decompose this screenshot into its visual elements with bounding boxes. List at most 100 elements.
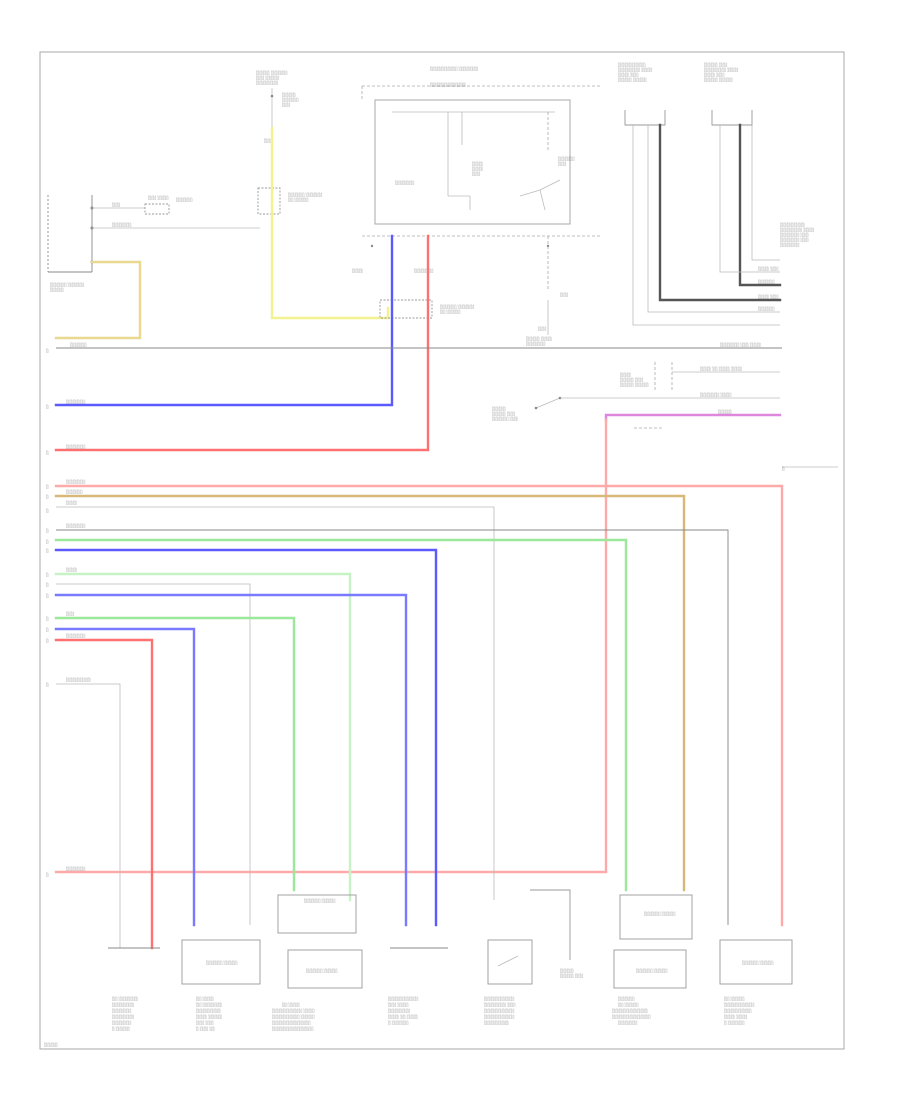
top-right-sensors: ░░░░░░░░░░ ░░░░░░░░ ░░░░ ░░░░ ░░░ ░░░░░ … <box>618 62 815 247</box>
caption-1-line-4: ░░░░░░░░ <box>112 1014 134 1019</box>
footer-code: ░░░░░ <box>44 1042 58 1047</box>
wire-code-top-1: ░░░ <box>112 202 121 207</box>
wire-pink-long <box>54 484 784 927</box>
wire-dark-right-2 <box>738 123 782 287</box>
mid-fuse-label-3: ░░░░░░░ <box>526 341 546 346</box>
wire-code-right-4: ░░░░░░ <box>758 306 775 311</box>
wire-code-pink: ░░░░░░░ <box>66 479 86 484</box>
wire-gray-right-1 <box>632 125 780 326</box>
top-fuse-label-2: ░░░░░░ <box>282 97 299 102</box>
pin-7: ░ <box>46 528 49 533</box>
bottom-comp-5-label-2: ░░░░░ ░░░ <box>560 973 583 978</box>
caption-4-line-2: ░░░ ░░░░ <box>388 1002 409 1007</box>
left-pin-labels: ░ ░ ░ ░ ░ ░ ░ ░ ░ ░ ░ ░ ░ ░ ░ ░ ░ ░ <box>46 348 785 877</box>
mid-fuse-label-1: ░░░ <box>538 326 547 331</box>
top-joint-label-3: ░░░░░░░░ <box>256 80 278 85</box>
caption-1-line-3: ░░░░░░░ <box>112 1008 132 1013</box>
bottom-comp-6a-box <box>619 894 693 940</box>
caption-5-line-1: ░░░░░░░░░░░ <box>484 996 515 1001</box>
caption-6-line-1: ░░░░░░ <box>618 996 635 1001</box>
right-module-label-4: ░░░░░░░ ░░░ <box>780 237 809 242</box>
wire-code-orange: ░░░░░░ <box>66 489 83 494</box>
wire-red-2 <box>54 638 154 950</box>
wire-code-right-8: ░░░░░ <box>718 409 732 414</box>
seat-switch-label-2: ░░░░░ ░░░ <box>492 411 515 416</box>
mid-fuse-label-2: ░░░░░ ░░░░ <box>526 336 552 341</box>
pin-6: ░ <box>46 508 49 513</box>
bottom-comp-5-box <box>487 939 533 985</box>
right-sensor-1-label-1: ░░░░░░░░░░ <box>618 62 646 67</box>
small-fuse-label-3: ░░░░░ ░░░░░ <box>620 382 649 387</box>
wire-tan-left <box>54 260 142 340</box>
bottom-comp-7-box <box>719 939 793 985</box>
wire-code-pink-2: ░░░░░░░░░ <box>66 677 91 682</box>
top-fuse-label-1: ░░░░░ <box>282 92 296 97</box>
wire-tan-long <box>54 494 686 892</box>
bottom-comp-2-box <box>181 939 261 985</box>
wire-code-cluster-1: ░░░ <box>560 292 569 297</box>
wire-code-lgreen: ░░░░ <box>66 567 77 572</box>
diagram-frame <box>39 51 845 1050</box>
caption-1-line-2: ░░░░░░░░ <box>112 1002 134 1007</box>
wire-code-right-6: ░░░░ ░░ ░░░░ ░░░░ <box>700 366 742 371</box>
pin-12: ░ <box>46 593 49 598</box>
cluster-bulb-label-1: ░░░░ <box>472 161 483 166</box>
cluster-inner-label: ░░░░░░░ <box>395 180 415 185</box>
pin-1: ░ <box>46 348 49 353</box>
wire-code-right-1: ░░░░ ░░░ <box>758 266 779 271</box>
caption-6-line-3: ░░░░░░░░░░░░░ <box>612 1008 648 1013</box>
cluster-switch-label-1: ░░░░░░ <box>558 156 575 161</box>
pin-10: ░ <box>46 572 49 577</box>
wire-code-blue: ░░░░░░░ <box>66 399 86 404</box>
caption-4-line-5: ░ ░░░░░░ <box>388 1020 409 1025</box>
caption-5-line-3: ░░░░░░░░░░░ <box>484 1008 515 1013</box>
wire-code-red-2: ░░░░░░░ <box>66 633 86 638</box>
top-joint-label-2: ░░░ ░░░░░ <box>256 75 279 80</box>
caption-6-line-5: ░░░░░░░ <box>618 1020 638 1025</box>
small-fuse-label-1: ░░░░ <box>620 372 631 377</box>
caption-4-line-4: ░░░░ ░░ ░░░░ <box>388 1014 418 1019</box>
wire-code-gray-long: ░░░░░░░ <box>66 523 86 528</box>
wire-blue-2 <box>54 593 408 927</box>
wire-pink-bottom <box>54 418 608 874</box>
pin-14: ░ <box>46 627 49 632</box>
right-sensor-2-label-2: ░░░░░░░░ ░░░░ <box>704 67 739 72</box>
caption-1-line-1: ░░ ░░░░░░░ <box>112 996 138 1001</box>
wire-gray-right-2 <box>647 125 780 313</box>
wire-code-right-7: ░░░░░░░ ░░░░ <box>700 392 732 397</box>
wire-code-cluster-3: ░░░░░░░ <box>414 268 434 273</box>
seat-belt-switch: ░░░░ ░░░░░ ░░░ ░░░░░ ░░░░░ ░░░░ ░░ ░░░░ … <box>492 362 780 429</box>
wire-code-cluster-2: ░░░░ <box>352 268 363 273</box>
caption-2-line-6: ░ ░░░ ░░ <box>196 1026 215 1031</box>
caption-5-line-2: ░░░░░░░░ ░░░ <box>484 1002 516 1007</box>
caption-2-line-2: ░░ ░░░░░░░ <box>196 1002 222 1007</box>
wire-code-top-3: ░░░ <box>264 138 273 143</box>
bottom-comp-3b-box <box>287 949 363 989</box>
cluster-subtitle: ░░░░░░░░░░░░░ <box>430 82 466 87</box>
bottom-captions: ░░ ░░░░░░░ ░░░░░░░░ ░░░░░░░ ░░░░░░░░ ░░░… <box>112 996 755 1031</box>
wire-yellow-top <box>270 126 390 320</box>
pin-4: ░ <box>46 484 49 489</box>
wire-green-long <box>54 538 628 892</box>
wire-blue-long <box>54 548 438 927</box>
pin-15: ░ <box>46 638 49 643</box>
right-module-label-1: ░░░░░░░░░ <box>780 222 805 227</box>
top-left-relay: ░░░░░░ ░░░░░░ ░░░░░ ░░░ ░░░░░░░ ░░░ ░░░░… <box>47 195 260 292</box>
bottom-components: ░░░░░░ ░░░░░ ░░░░░░ ░░░░░ ░░░░░░ ░░░░░ ░… <box>108 889 793 989</box>
top-left-switch-label-2: ░░░░░░ <box>176 197 193 202</box>
caption-2-line-1: ░░ ░░░░ <box>196 996 214 1001</box>
right-sensor-1-label-3: ░░░░ ░░░ <box>618 72 639 77</box>
cluster-switch-label-2: ░░░ <box>558 161 567 166</box>
caption-4-line-3: ░░░░░░░░ <box>388 1008 410 1013</box>
caption-7-line-2: ░░░░░░░░░░░ <box>724 1002 755 1007</box>
wire-gray-thin-1 <box>56 506 495 900</box>
bottom-comp-6b-box <box>613 949 687 989</box>
instrument-cluster: ░░░░░░░░░░ ░░░░░░░ ░░░░░░░░░░░░░ ░░░░░░░… <box>352 66 600 297</box>
left-relay-label-2: ░░░░░ <box>50 287 64 292</box>
caption-1-line-5: ░░░░░░░ <box>112 1020 132 1025</box>
mid-joint-label-1: ░░░░░░ ░░░░░░ <box>440 304 475 309</box>
caption-7-line-1: ░░ ░░░░░ <box>724 996 745 1001</box>
wire-code-light: ░░░░ <box>66 500 77 505</box>
right-module-label-3: ░░░░░░░ ░░░ <box>780 232 809 237</box>
caption-6-line-4: ░░░░░░░░░░░░░░ <box>612 1014 651 1019</box>
